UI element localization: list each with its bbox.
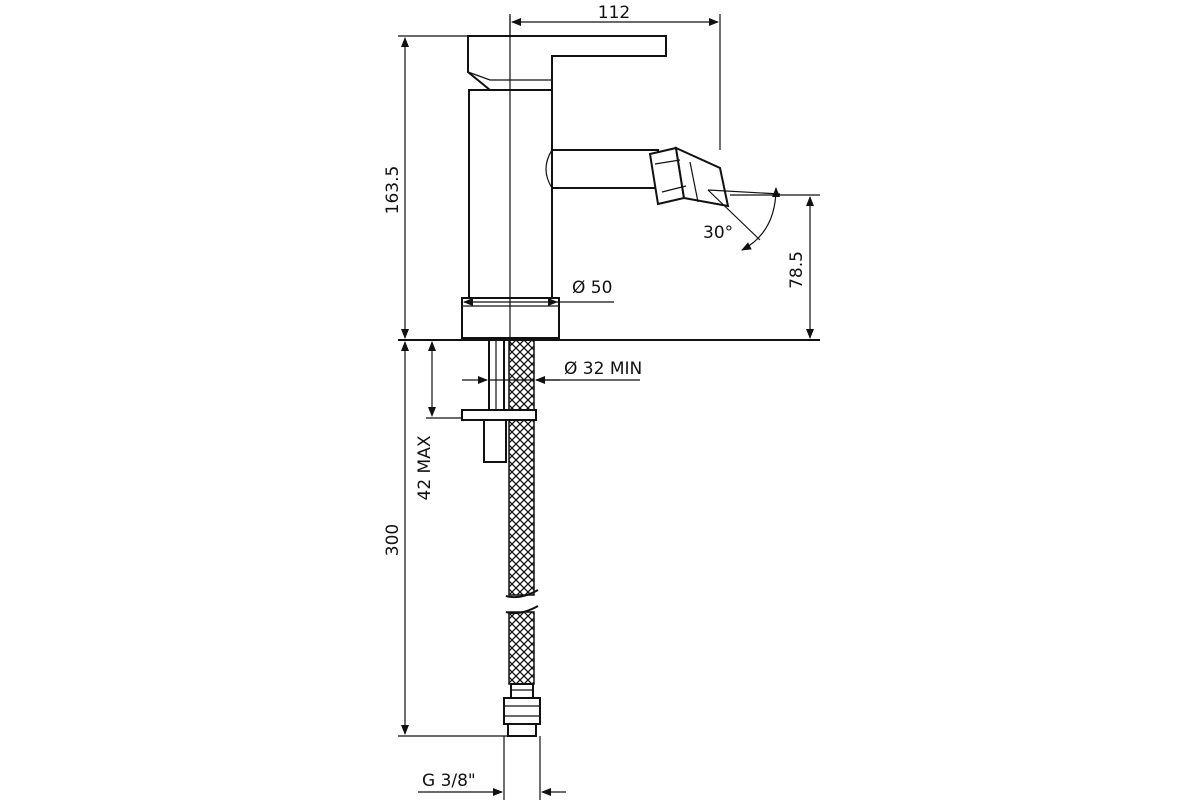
label-deck-max: 42 MAX (415, 435, 435, 500)
hose-assembly (461, 339, 541, 737)
label-spout-height: 78.5 (787, 251, 807, 289)
dim-spout-height: 78.5 (730, 194, 820, 339)
angle-arc (741, 187, 780, 251)
braided-hose-upper (508, 339, 535, 596)
spout (551, 149, 659, 189)
dim-hole-min: Ø 32 MIN (462, 359, 642, 384)
aerator (648, 146, 730, 208)
label-hole-min: Ø 32 MIN (564, 359, 642, 379)
label-width-top: 112 (598, 3, 630, 23)
mounting-nut (483, 419, 507, 463)
label-base-diameter: Ø 50 (572, 278, 612, 298)
dim-hose-length: 300 (383, 341, 508, 737)
dim-height-total: 163.5 (383, 35, 468, 339)
hose-fitting (503, 683, 541, 737)
label-thread: G 3/8" (422, 771, 476, 791)
lever-handle (467, 35, 667, 91)
dim-width-top: 112 (509, 3, 721, 150)
braided-hose-lower (508, 611, 535, 685)
label-hose-length: 300 (383, 524, 403, 556)
label-spray-angle: 30° (703, 223, 733, 243)
dim-thread: G 3/8" (418, 736, 566, 800)
label-height-total: 163.5 (383, 166, 403, 215)
mounting-washer (461, 409, 537, 421)
dim-base-diameter: Ø 50 (463, 278, 614, 306)
dim-deck-max: 42 MAX (415, 341, 462, 500)
